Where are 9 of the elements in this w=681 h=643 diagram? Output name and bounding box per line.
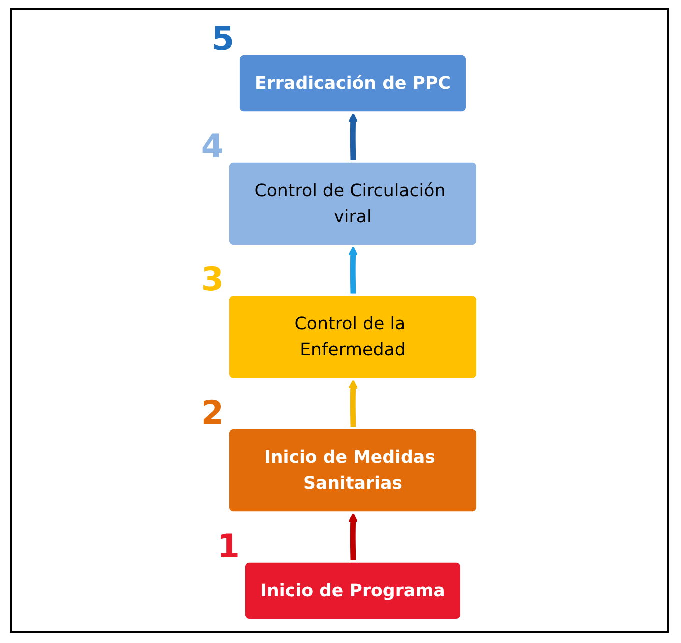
arrow — [348, 380, 358, 429]
step-number: 1 — [217, 527, 240, 566]
step-number: 2 — [201, 394, 224, 432]
step-number: 4 — [201, 127, 224, 166]
step-number: 5 — [212, 20, 234, 58]
arrow — [348, 112, 358, 162]
arrow — [348, 512, 358, 562]
arrow — [348, 246, 358, 296]
step-number: 3 — [201, 260, 224, 299]
